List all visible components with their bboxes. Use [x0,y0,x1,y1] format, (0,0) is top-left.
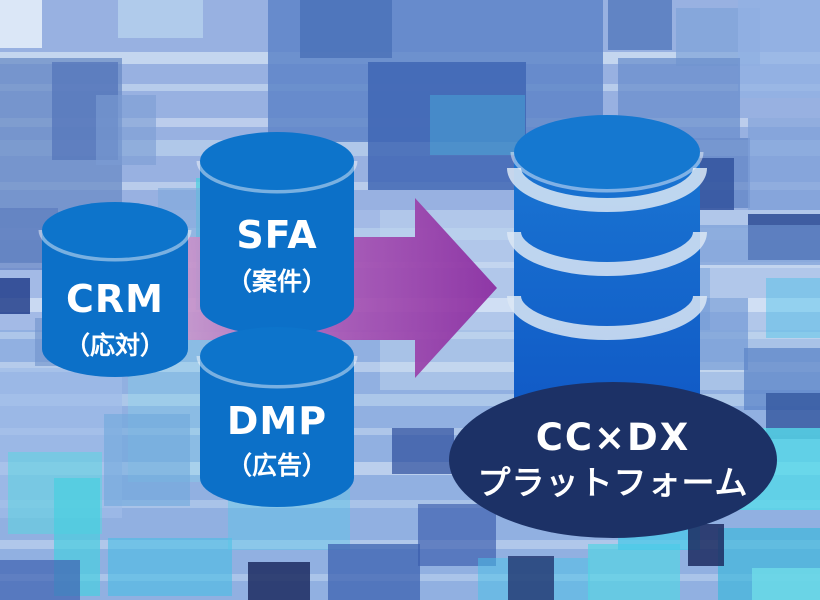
mosaic-tile [0,0,42,48]
crm-sublabel: （応対） [65,331,165,360]
platform-disc-separator [507,167,707,212]
mosaic-tile [96,95,156,165]
mosaic-tile [0,500,820,508]
mosaic-tile [0,278,30,314]
mosaic-tile [300,0,392,58]
mosaic-tile [738,0,820,98]
mosaic-tile [430,95,525,155]
mosaic-tile [752,568,820,600]
sfa-sublabel: （案件） [227,267,327,296]
sfa-label: SFA [236,213,317,257]
mosaic-tile [108,538,232,596]
crm-database-cylinder [38,202,192,377]
mosaic-tile [700,225,820,265]
platform-database-cylinder [507,115,707,455]
mosaic-tile [748,118,820,210]
platform-label-line2: プラットフォーム [477,463,748,502]
mosaic-tile [0,362,820,372]
sfa-database-cylinder [196,132,358,335]
mosaic-tile [392,428,454,474]
mosaic-tile [118,0,203,38]
mosaic-tile [608,0,672,50]
mosaic-tile [328,544,420,600]
platform-disc-separator [507,231,707,276]
dmp-database-cylinder [196,327,358,507]
platform-disc-separator [507,295,707,340]
crm-label: CRM [66,277,164,321]
mosaic-tile [688,524,724,566]
dmp-sublabel: （広告） [227,451,327,480]
mosaic-tile [248,562,310,600]
dmp-label: DMP [227,399,327,443]
mosaic-tile [766,278,820,338]
mosaic-tile [0,560,80,600]
mosaic-tile [418,504,496,566]
mosaic-tile [588,544,680,600]
mosaic-tile [508,556,554,600]
platform-label-ellipse [449,382,777,538]
platform-label-line1: CC×DX [536,416,691,459]
mosaic-tile [104,414,190,506]
mosaic-tile [368,62,526,190]
diagram-labels: CRM （応対） SFA （案件） DMP （広告） CC×DX プラットフォー… [65,213,748,502]
